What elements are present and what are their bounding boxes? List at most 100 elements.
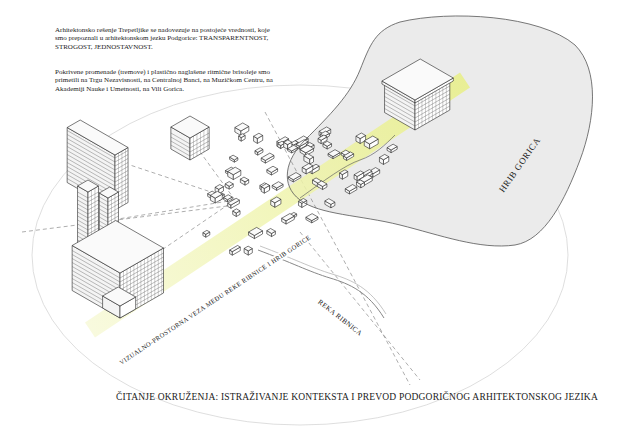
town-block [228, 167, 241, 179]
building-face [325, 199, 335, 205]
window-line [99, 201, 108, 206]
landmarks [67, 59, 453, 318]
town-block [254, 133, 263, 143]
building-face [284, 140, 292, 145]
building-face [224, 195, 233, 200]
town-block [235, 123, 249, 136]
window-line [72, 263, 120, 291]
building-face [249, 227, 263, 235]
building-face [354, 171, 364, 177]
building-face [215, 185, 223, 190]
building-face [261, 184, 269, 189]
window-line [115, 167, 128, 175]
building-face [340, 170, 348, 175]
mullion-line [446, 84, 447, 112]
villa-roof [382, 59, 453, 103]
building-face [345, 185, 357, 192]
mullion-line [203, 130, 204, 152]
town-block [282, 214, 295, 225]
mullion-line [432, 92, 433, 120]
window-line [385, 109, 415, 127]
window-line [115, 171, 128, 179]
town-block [240, 177, 248, 185]
town-block [261, 184, 269, 194]
academy-entrance [103, 287, 136, 318]
town-block [345, 185, 357, 194]
town-block [244, 246, 252, 255]
town-block [225, 182, 233, 190]
window-line [67, 139, 115, 167]
mullion-line [442, 86, 443, 114]
building-face [357, 180, 365, 185]
window-line [108, 196, 118, 202]
hill-outline [287, 16, 592, 246]
building-face [67, 120, 128, 155]
academy-building [72, 221, 163, 319]
building-face [282, 214, 295, 221]
town-block [267, 166, 278, 175]
building-face [228, 198, 240, 205]
building-face [317, 181, 327, 187]
window-line [190, 133, 209, 144]
building-face [288, 173, 300, 180]
hill-fill [287, 16, 592, 246]
building-face [230, 245, 241, 251]
mullion-line [144, 259, 145, 304]
mullion-line [421, 98, 422, 126]
building-face [78, 180, 99, 192]
building-face [387, 144, 397, 150]
window-line [120, 253, 164, 278]
window-line [115, 175, 128, 183]
window-line [67, 151, 115, 179]
building-face [210, 191, 222, 198]
building-face [254, 133, 263, 138]
building-face [328, 150, 340, 157]
mullion-line [193, 136, 194, 158]
town-block [272, 182, 283, 191]
window-line [120, 265, 164, 290]
sight-line [130, 165, 235, 200]
mullion-line [439, 88, 440, 116]
window-line [171, 133, 190, 144]
town-block [323, 141, 332, 149]
hill-road [300, 135, 395, 198]
mullion-line [207, 128, 208, 150]
mullion-line [151, 255, 152, 300]
mullion-line [121, 151, 122, 206]
window-line [115, 163, 128, 171]
window-line [115, 151, 128, 159]
window-line [115, 179, 128, 187]
building-face [323, 141, 332, 146]
town-block [306, 214, 318, 223]
hill-region: HRIB GORICA [270, 8, 595, 253]
window-line [72, 255, 120, 283]
building-face [235, 123, 249, 131]
town-block [203, 230, 210, 237]
window-line [99, 209, 108, 214]
mullion-line [435, 90, 436, 118]
sheet-title: ČITANJE OKRUŽENJA: ISTRAŽIVANJE KONTEKST… [116, 392, 598, 403]
mullion-line [154, 253, 155, 298]
description-paragraph: Pokrivene promenade (tremove) i plastičn… [55, 68, 283, 93]
central-bank-slab [67, 120, 128, 210]
building-face [228, 167, 241, 175]
building-face [255, 148, 263, 153]
visual-axis-band [85, 73, 470, 338]
building-face [103, 287, 136, 306]
town-block [249, 227, 263, 238]
window-line [115, 159, 128, 167]
window-line [88, 192, 98, 198]
building-face [171, 116, 209, 138]
building-face [244, 246, 252, 251]
town-block [328, 150, 340, 159]
town-block [210, 191, 222, 203]
window-line [72, 251, 120, 279]
building-face [203, 230, 210, 234]
mullion-line [196, 134, 197, 156]
town-block [317, 181, 327, 190]
mullion-line [125, 149, 126, 204]
town-block [230, 245, 241, 255]
mullion-line [137, 263, 138, 308]
window-line [120, 269, 164, 294]
